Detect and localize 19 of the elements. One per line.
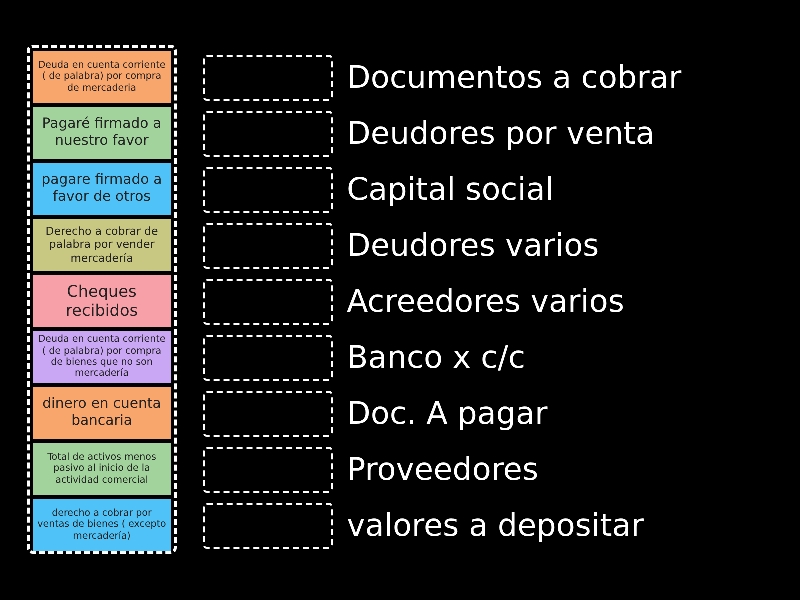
term-label: Proveedores	[347, 452, 539, 488]
term-label: Deudores por venta	[347, 116, 655, 152]
answer-card: pagare firmado a favor de otros	[33, 163, 171, 215]
term-label: valores a depositar	[347, 508, 644, 544]
term-label: Acreedores varios	[347, 284, 625, 320]
term-label: Deudores varios	[347, 228, 600, 264]
answer-card: Deuda en cuenta corriente ( de palabra) por compra de mercaderia	[33, 51, 171, 103]
answer-card: Cheques recibidos	[33, 275, 171, 327]
answer-card: Pagaré firmado a nuestro favor	[33, 107, 171, 159]
term-label: Doc. A pagar	[347, 396, 548, 432]
term-label: Banco x c/c	[347, 340, 526, 376]
answer-card: dinero en cuenta bancaria	[33, 387, 171, 439]
answer-card: derecho a cobrar por ventas de bienes ( excepto mercadería)	[33, 499, 171, 551]
term-label: Documentos a cobrar	[347, 60, 682, 96]
answer-card: Total de activos menos pasivo al inicio de la actividad comercial	[33, 443, 171, 495]
answer-card: Derecho a cobrar de palabra por vender mercadería	[33, 219, 171, 271]
term-label: Capital social	[347, 172, 554, 208]
answer-card: Deuda en cuenta corriente ( de palabra) por compra de bienes que no son mercadería	[33, 331, 171, 383]
container-box	[27, 45, 177, 554]
